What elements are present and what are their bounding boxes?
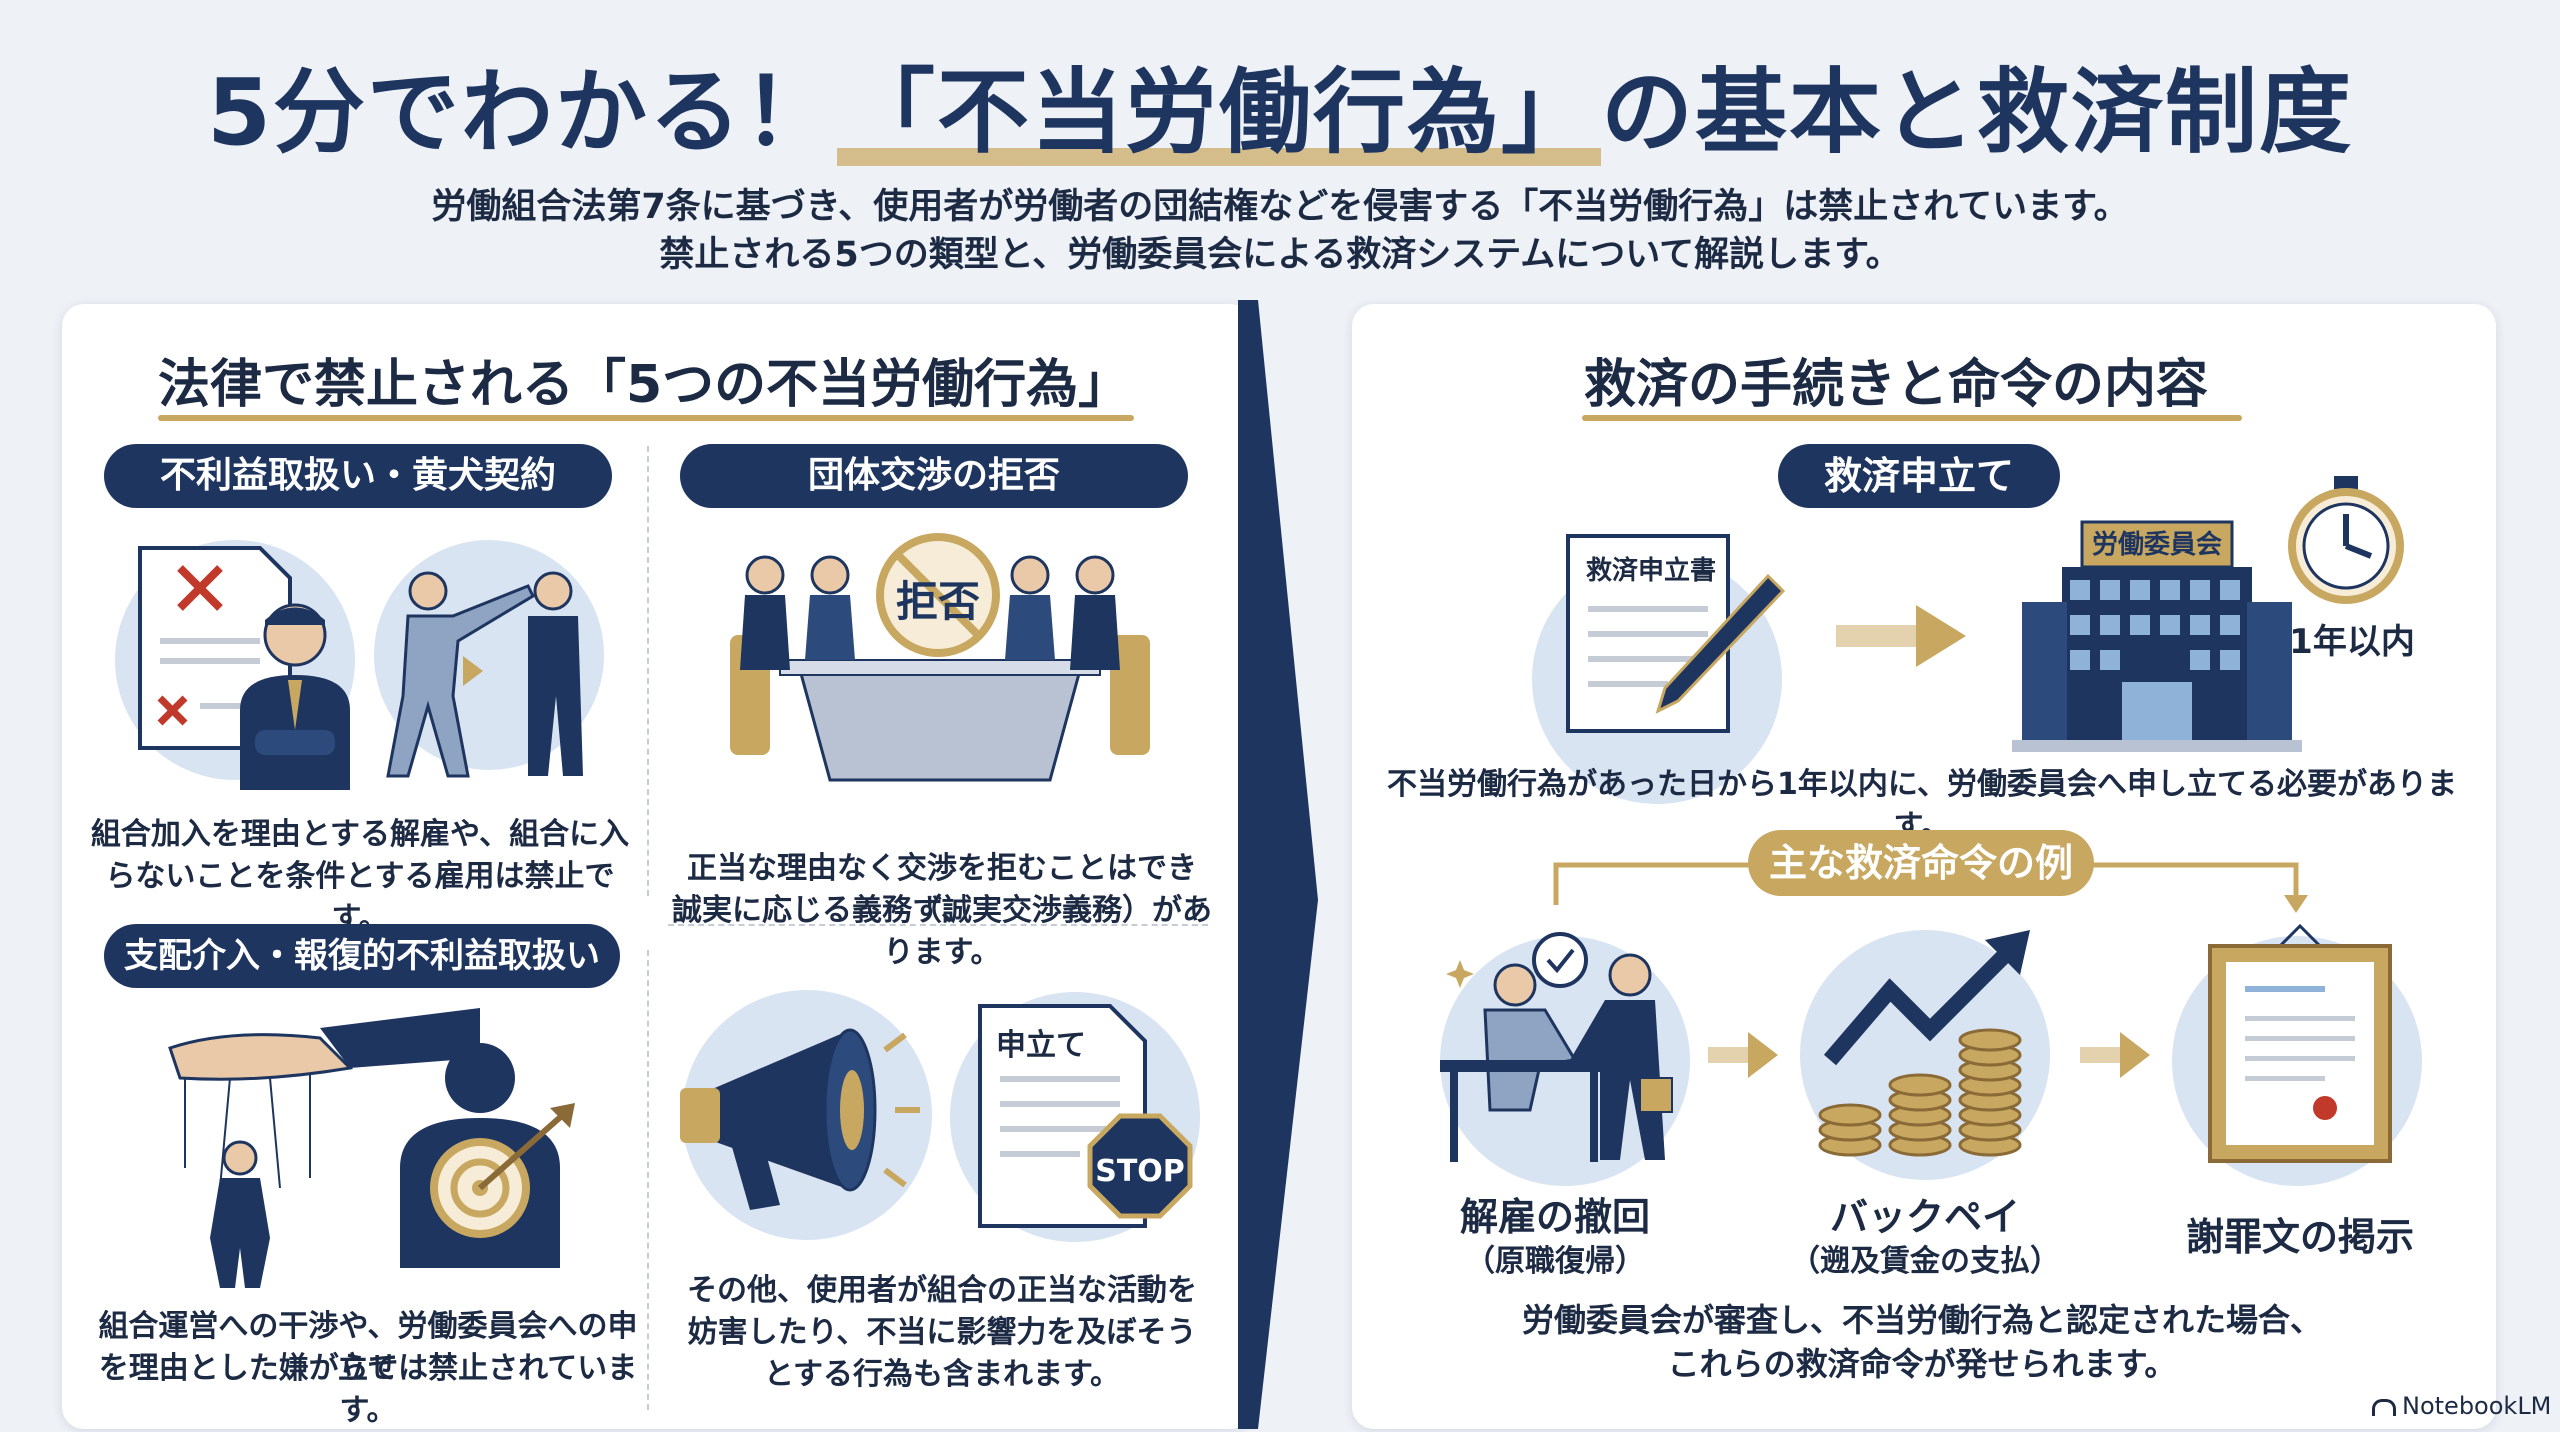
card2-desc-line1: 正当な理由なく交渉を拒むことはできず、 <box>687 851 1197 928</box>
reinstatement-handshake-icon <box>1440 932 1673 1162</box>
petition-step-label: 救済申立て <box>1778 444 2060 508</box>
stop-sign-label: STOP <box>1095 1154 1185 1189</box>
card-horizontal-separator <box>668 924 1208 926</box>
order1-name: 解雇の撤回 <box>1459 1195 1650 1239</box>
title-pre: 5分でわかる！ <box>206 59 837 166</box>
title-highlight: 「不当労働行為」 <box>836 59 1601 166</box>
apology-notice-frame-icon <box>2208 923 2392 1163</box>
left-panel-title: 法律で禁止される「5つの不当労働行為」 <box>158 355 1131 415</box>
petition-doc-label: 救済申立書 <box>1586 556 1717 586</box>
card1-label: 不利益取扱い・黄犬契約 <box>104 444 612 508</box>
card3-desc-line2: を理由とした嫌がらせは禁止されています。 <box>98 1351 638 1428</box>
brand-mark: NotebookLM <box>2372 1392 2552 1420</box>
committee-building-label: 労働委員会 <box>2091 530 2222 560</box>
negotiation-table-icon <box>730 533 1150 782</box>
stopwatch-icon <box>2288 476 2404 604</box>
petition-document-icon <box>1566 534 1786 733</box>
arrow-order2-to-3-icon <box>2080 1032 2150 1078</box>
refusal-stamp: 拒否 <box>895 577 980 626</box>
right-title-underline <box>1582 415 2242 421</box>
card2-label: 団体交渉の拒否 <box>680 444 1188 508</box>
notebooklm-logo-icon <box>2372 1398 2396 1416</box>
card4-desc-line3: とする行為も含まれます。 <box>763 1357 1121 1392</box>
complaint-doc-label: 申立て <box>996 1028 1086 1063</box>
arrow-order1-to-2-icon <box>1708 1032 1778 1078</box>
title-post: の基本と救済制度 <box>1601 59 2354 166</box>
card4-desc-line2: 妨害したり、不当に影響力を及ぼそう <box>687 1315 1197 1350</box>
target-back-icon <box>400 1043 575 1268</box>
labor-committee-building-icon <box>2012 520 2302 752</box>
order2-detail: （遡及賃金の支払） <box>1790 1244 2060 1279</box>
right-panel-title: 救済の手続きと命令の内容 <box>1584 355 2209 415</box>
subtitle-line2: 禁止される5つの類型と、労働委員会による救済システムについて解説します。 <box>659 235 1901 275</box>
card-vertical-separator-2 <box>647 950 649 1410</box>
brand-name: NotebookLM <box>2402 1392 2552 1420</box>
page-title: 5分でわかる！「不当労働行為」の基本と救済制度 <box>0 38 2560 171</box>
orders-label: 主な救済命令の例 <box>1748 830 2094 896</box>
card-vertical-separator <box>647 446 649 896</box>
subtitle-line1: 労働組合法第7条に基づき、使用者が労働者の団結権などを侵害する「不当労働行為」は… <box>431 187 2129 227</box>
orders-footer-line2: これらの救済命令が発せられます。 <box>1667 1345 2177 1383</box>
complaint-document-icon <box>978 1004 1193 1228</box>
megaphone-icon <box>680 1028 920 1210</box>
arrow-to-committee-icon <box>1836 605 1966 667</box>
orders-footer-line1: 労働委員会が審査し、不当労働行為と認定された場合、 <box>1521 1301 2322 1339</box>
card3-desc-line1: 組合運営への干渉や、労働委員会への申立て <box>98 1309 638 1386</box>
left-title-underline <box>158 415 1134 421</box>
card1-desc-line2: らないことを条件とする雇用は禁止です。 <box>105 859 615 936</box>
manager-crossed-arms-icon <box>240 603 350 790</box>
card4-desc-line1: その他、使用者が組合の正当な活動を <box>687 1273 1197 1308</box>
building-windows <box>2070 580 2240 670</box>
card3-label: 支配介入・報復的不利益取扱い <box>104 924 620 988</box>
order3-name: 謝罪文の掲示 <box>2185 1215 2414 1259</box>
worker-dismissed-icon <box>386 571 583 778</box>
backpay-coins-chart-icon <box>1818 930 2030 1157</box>
card1-desc-line1: 組合加入を理由とする解雇や、組合に入 <box>90 817 630 852</box>
divider-arrow <box>1238 300 1318 1429</box>
order2-name: バックペイ <box>1829 1195 2020 1239</box>
order1-detail: （原職復帰） <box>1465 1244 1645 1279</box>
card2-desc-line2: 誠実に応じる義務（誠実交渉義務）があります。 <box>672 893 1212 970</box>
puppet-control-icon <box>168 1008 480 1288</box>
deadline-label: 1年以内 <box>2289 622 2415 662</box>
